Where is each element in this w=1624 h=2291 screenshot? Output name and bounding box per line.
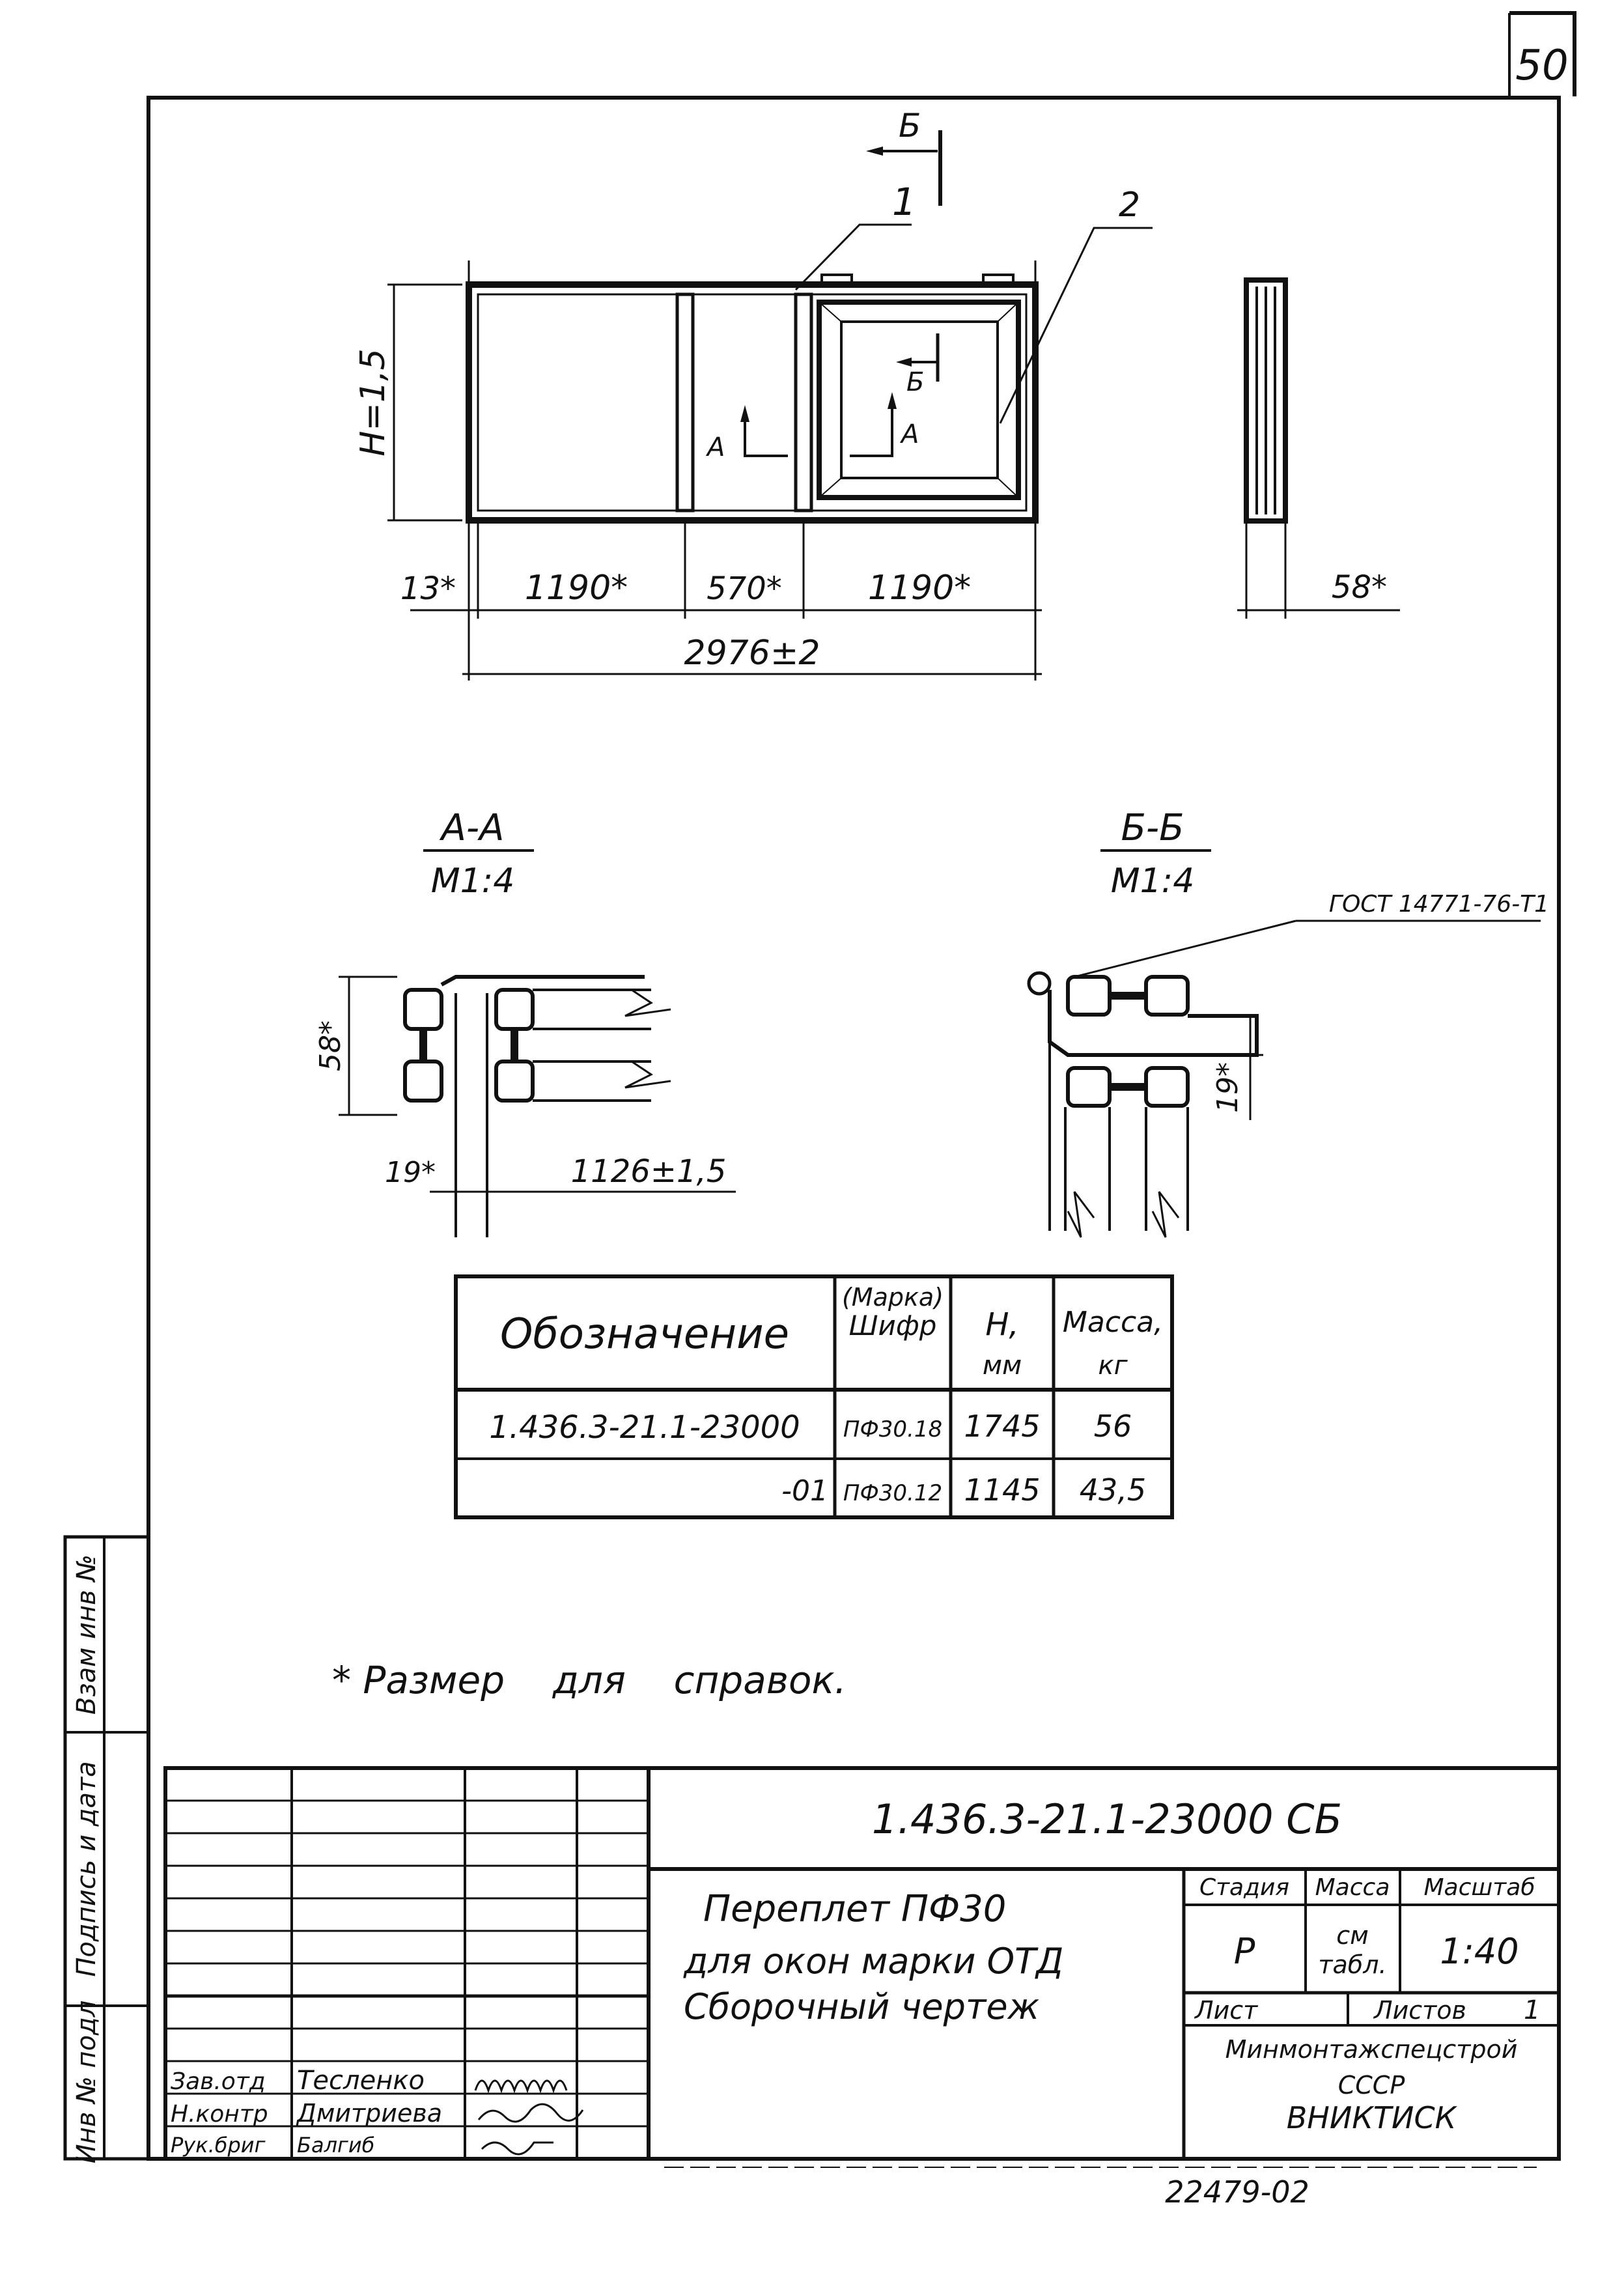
dim-aa-19: 19* (385, 1156, 436, 1189)
section-bb-title: Б-Б М1:4 ГОСТ 14771-76-Т1 (1100, 807, 1549, 922)
sheet-number-box: 50 (1508, 11, 1576, 96)
mass-label: Масса (1315, 1874, 1390, 1901)
section-a-label-right: А (899, 419, 919, 449)
dim-1190-left: 1190* (525, 569, 628, 608)
leader-1-label: 1 (892, 180, 916, 224)
section-bb-scale: М1:4 (1111, 862, 1195, 901)
spec-header-h-1: Н, (985, 1306, 1018, 1343)
sheets-value: 1 (1524, 1995, 1540, 2025)
org-line-1: Минмонтажспецстрой (1225, 2035, 1518, 2064)
signer-2-name: Дмитриева (296, 2099, 442, 2128)
scale-label: Масштаб (1423, 1874, 1535, 1901)
dim-570: 570* (707, 570, 782, 607)
title-block-text: 1.436.3-21.1-23000 СБ Переплет ПФ30 для … (171, 1795, 1540, 2157)
org-line-3: ВНИКТИСК (1287, 2100, 1458, 2135)
side-view (1237, 277, 1400, 619)
spec-header-mass-2: кг (1098, 1351, 1128, 1381)
signature-3 (481, 2141, 553, 2156)
spec-row-1-mass: 56 (1094, 1409, 1132, 1444)
mass-value-1: см (1336, 1921, 1369, 1950)
title-line-3: Сборочный чертеж (684, 1986, 1040, 2027)
spec-row-2-mark: ПФ30.12 (843, 1480, 942, 1506)
title-line-1: Переплет ПФ30 (703, 1888, 1006, 1930)
weld-gost-label: ГОСТ 14771-76-Т1 (1329, 891, 1549, 918)
signature-1 (474, 2079, 568, 2094)
spec-row-1-h: 1745 (964, 1409, 1040, 1444)
section-aa-title: А-А М1:4 (423, 807, 534, 901)
bottom-code: 22479-02 (1165, 2174, 1309, 2210)
sheet-label: Лист (1194, 1996, 1259, 2025)
scale-value: 1:40 (1440, 1931, 1519, 1972)
dim-bb-19: 19* (1211, 1062, 1244, 1113)
sheets-label: Листов (1373, 1996, 1466, 2025)
dim-aa-1126: 1126±1,5 (571, 1153, 727, 1190)
stamp-sign-date: Подпись и дата (72, 1761, 102, 1976)
spec-row-1-mark: ПФ30.18 (843, 1416, 942, 1442)
spec-table-text: Обозначение (Марка) Шифр Н, мм Масса, кг… (489, 1283, 1163, 1508)
section-a-label-left: А (705, 432, 725, 462)
signer-2-role: Н.контр (171, 2101, 268, 2128)
spec-row-2-mass: 43,5 (1080, 1472, 1146, 1508)
spec-row-2-h: 1145 (964, 1472, 1040, 1508)
dim-side-58: 58* (1332, 569, 1387, 606)
stamp-inv-orig: Инв № подл (72, 2001, 102, 2164)
side-stamp (63, 1535, 150, 2161)
signer-3-role: Рук.бриг (171, 2133, 266, 2157)
stage-label: Стадия (1199, 1874, 1289, 1901)
section-aa-name: А-А (440, 807, 505, 849)
dim-total: 2976±2 (684, 634, 820, 673)
spec-header-mark-2: Шифр (849, 1310, 937, 1342)
title-code: 1.436.3-21.1-23000 СБ (872, 1795, 1342, 1843)
stamp-inv-no: Взам инв № (72, 1554, 102, 1715)
signature-2 (477, 2103, 584, 2123)
dim-13: 13* (400, 570, 456, 607)
front-view (387, 130, 1153, 681)
spec-table (454, 1274, 1174, 1519)
dim-aa-58: 58* (314, 1020, 347, 1071)
dim-1190-right: 1190* (868, 569, 971, 608)
front-view-labels: 1 2 Б Б А А Н=1,5 13* 1190* 570* 1190* 2… (354, 107, 1140, 673)
title-block-grid (163, 1766, 1561, 2161)
footnote: * Размер для справок. (332, 1658, 847, 1702)
spec-header-h-2: мм (983, 1351, 1022, 1381)
section-b-label-top: Б (899, 107, 921, 145)
spec-header-mass-1: Масса, (1063, 1306, 1163, 1339)
spec-header-designation: Обозначение (500, 1310, 789, 1358)
signer-1-role: Зав.отд (171, 2068, 266, 2095)
stage-value: Р (1234, 1931, 1255, 1972)
spec-header-mark-1: (Марка) (842, 1283, 944, 1312)
section-aa (339, 975, 736, 1237)
signer-3-name: Балгиб (297, 2133, 374, 2157)
spec-row-1-designation: 1.436.3-21.1-23000 (489, 1409, 800, 1446)
leader-2-label: 2 (1119, 186, 1140, 225)
section-bb (1027, 920, 1296, 1238)
signer-1-name: Тесленко (297, 2066, 425, 2096)
title-line-2: для окон марки ОТД (683, 1941, 1063, 1982)
dim-height: Н=1,5 (354, 348, 393, 456)
section-bb-name: Б-Б (1121, 807, 1184, 849)
section-aa-scale: М1:4 (431, 862, 515, 901)
org-line-2: СССР (1338, 2071, 1405, 2100)
sheet-number: 50 (1515, 42, 1568, 90)
spec-row-2-designation: -01 (781, 1474, 828, 1508)
signatures (474, 2079, 584, 2156)
section-b-label-sash: Б (906, 367, 924, 397)
mass-value-2: табл. (1318, 1950, 1386, 1979)
